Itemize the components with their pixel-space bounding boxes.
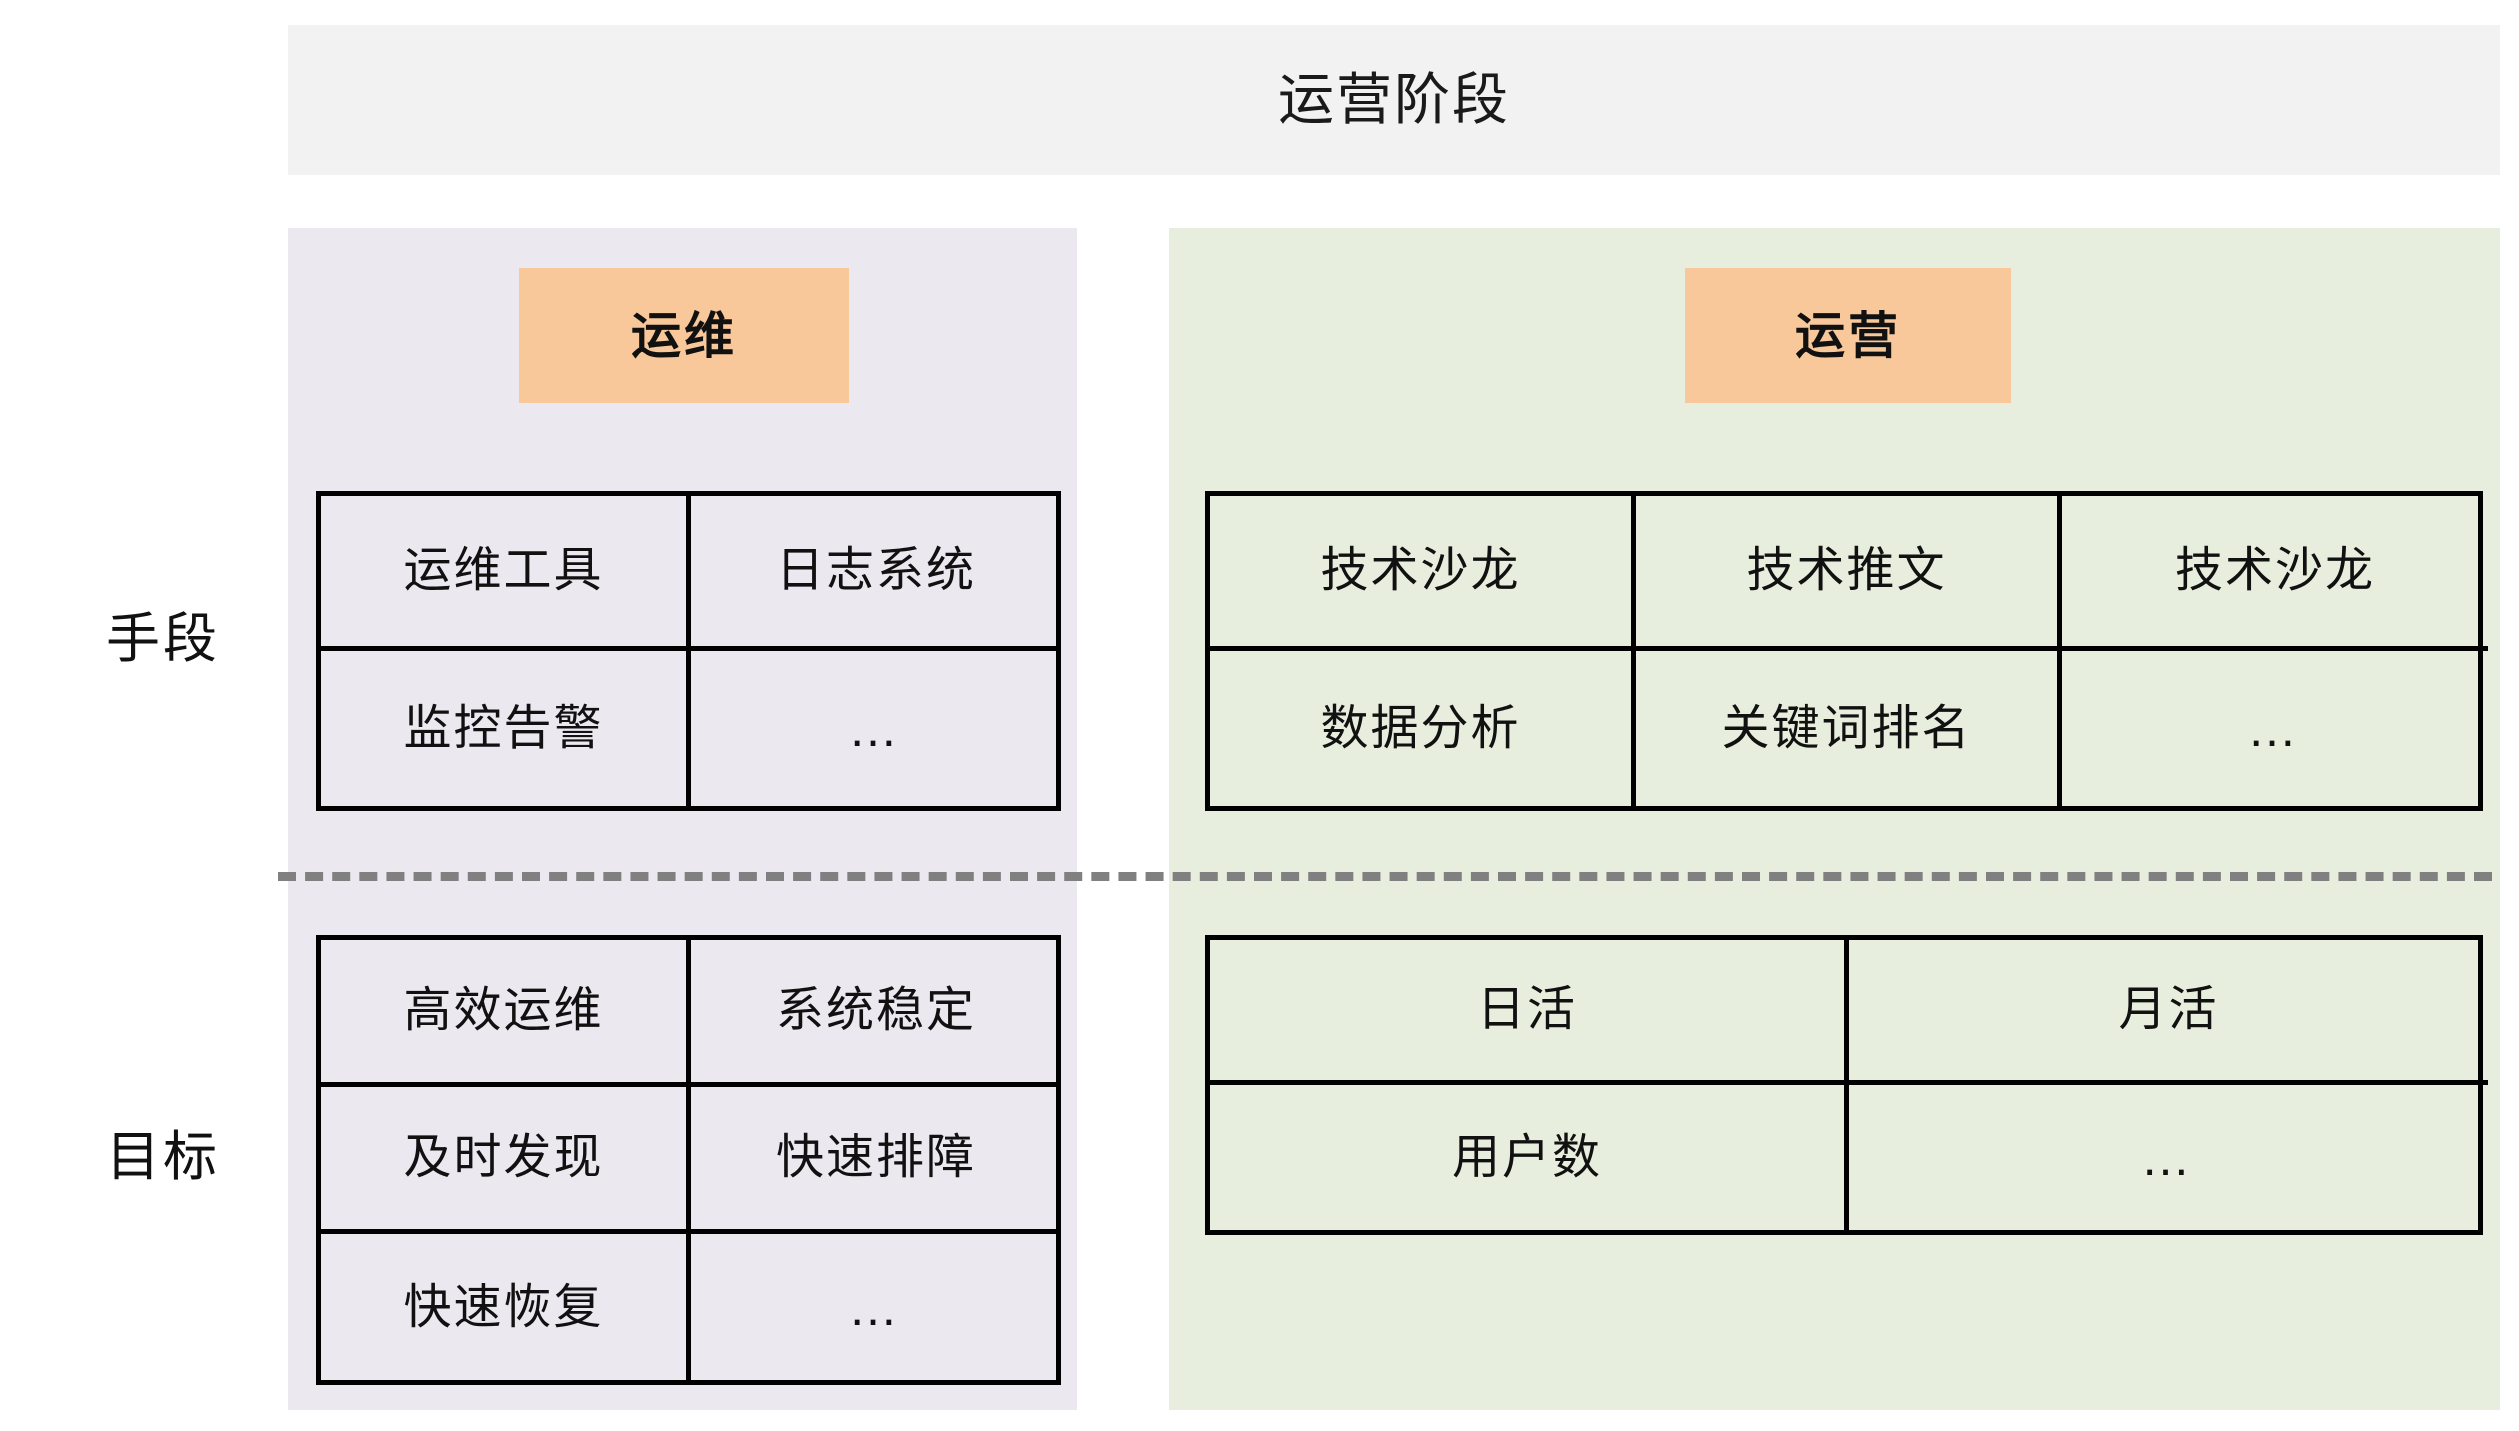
row-label-goals: 目标 — [106, 1127, 220, 1187]
table-ops-means: 运维工具日志系统监控告警 … — [316, 491, 1061, 811]
table-ops-goals: 高效运维系统稳定及时发现快速排障快速恢复 … — [316, 935, 1061, 1385]
table-cell: … — [2247, 700, 2303, 757]
row-label-means: 手段 — [106, 609, 220, 669]
table-growth-means: 技术沙龙技术推文技术沙龙数据分析关键词排名… — [1205, 491, 2488, 811]
table-cell: … — [848, 700, 904, 757]
table-cell: 高效运维 — [321, 940, 691, 1087]
table-cell: 日志系统 — [691, 496, 1061, 651]
table-cell: 运维工具 — [321, 496, 691, 651]
table-cell: 技术推文 — [1636, 496, 2062, 651]
badge-growth-label: 运营 — [1795, 307, 1901, 364]
table-cell: 关键词排名 — [1636, 651, 2062, 806]
table-cell: 及时发现 — [321, 1087, 691, 1234]
table-cell: … — [2140, 1129, 2197, 1186]
table-cell: 技术沙龙 — [2062, 496, 2488, 651]
header-band: 运营阶段 — [288, 25, 2500, 175]
badge-ops-label: 运维 — [631, 307, 737, 364]
table-cell: 快速排障 — [691, 1087, 1061, 1234]
table-growth-goals: 日活月活用户数 … — [1205, 935, 2488, 1235]
page-title: 运营阶段 — [1278, 68, 1510, 131]
section-divider — [278, 872, 2492, 881]
table-cell: 用户数 — [1210, 1085, 1849, 1230]
table-cell: 数据分析 — [1210, 651, 1636, 806]
table-cell: 快速恢复 — [321, 1234, 691, 1381]
table-cell: 系统稳定 — [691, 940, 1061, 1087]
table-cell: 日活 — [1210, 940, 1849, 1085]
table-cell: 监控告警 — [321, 651, 691, 806]
table-cell: … — [848, 1279, 904, 1336]
table-cell: 月活 — [1849, 940, 2488, 1085]
badge-ops: 运维 — [519, 268, 849, 403]
badge-growth: 运营 — [1685, 268, 2011, 403]
table-cell: 技术沙龙 — [1210, 496, 1636, 651]
